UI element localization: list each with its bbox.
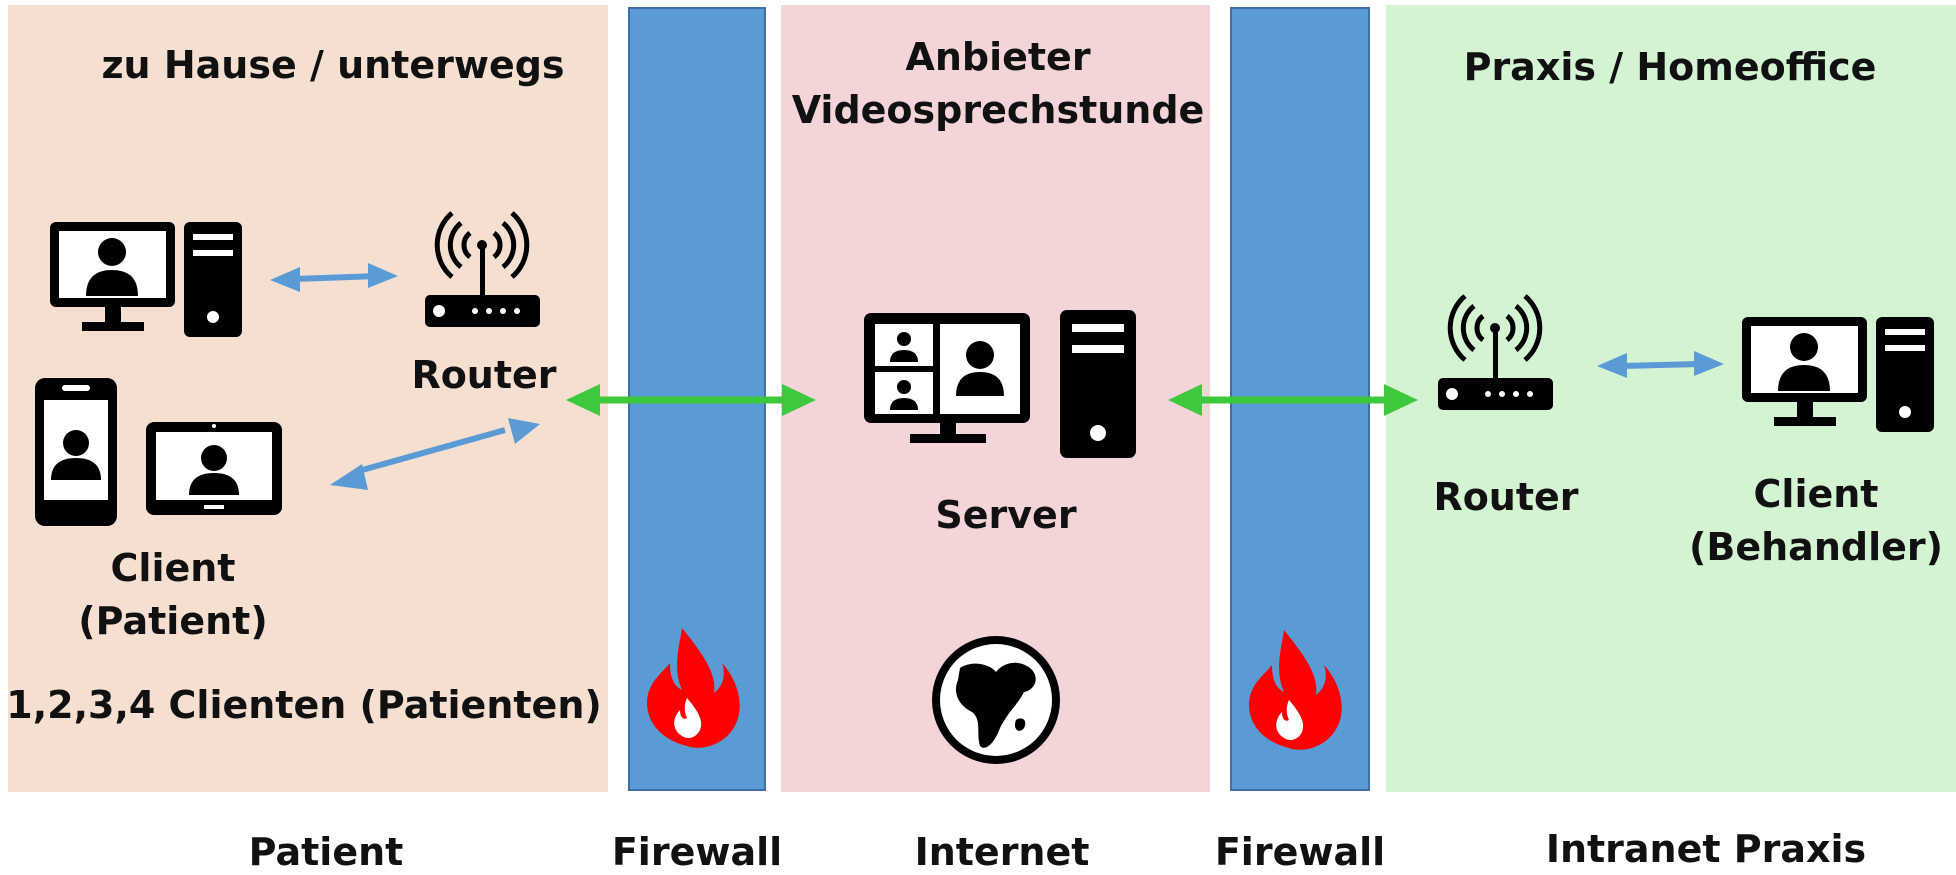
smartphone-icon — [35, 378, 117, 526]
patient-router-label: Router — [411, 353, 556, 397]
patient-zone-heading: zu Hause / unterwegs — [101, 43, 564, 87]
mobile-router-arrow — [330, 418, 540, 490]
footer-patient-label: Patient — [249, 830, 404, 874]
clients-count-label: 1,2,3,4 Clienten (Patienten) — [6, 683, 602, 727]
internet-zone-heading-line2: Videosprechstunde — [792, 88, 1205, 132]
footer-firewall-right-label: Firewall — [1215, 830, 1385, 874]
footer-internet-label: Internet — [915, 830, 1090, 874]
desktop-router-arrow — [270, 263, 398, 292]
client-patient-label-line1: Client — [111, 546, 236, 590]
server-label: Server — [935, 493, 1076, 537]
praxis-zone-heading: Praxis / Homeoffice — [1464, 45, 1877, 89]
footer-firewall-left-label: Firewall — [612, 830, 782, 874]
tablet-icon — [146, 422, 282, 515]
router-client-arrow — [1597, 351, 1724, 378]
client-patient-label-line2: (Patient) — [78, 599, 267, 643]
patient-server-arrow — [566, 384, 816, 416]
client-behandler-label-line1: Client — [1754, 472, 1879, 516]
praxis-router-label: Router — [1433, 475, 1578, 519]
server-tower-icon — [1060, 310, 1136, 458]
client-behandler-label-line2: (Behandler) — [1689, 525, 1943, 569]
globe-icon — [932, 636, 1060, 764]
internet-zone-heading-line1: Anbieter — [905, 35, 1090, 79]
video-conference-monitor-icon — [864, 313, 1030, 443]
server-praxis-arrow — [1168, 384, 1418, 416]
footer-intranet-label: Intranet Praxis — [1546, 827, 1866, 871]
